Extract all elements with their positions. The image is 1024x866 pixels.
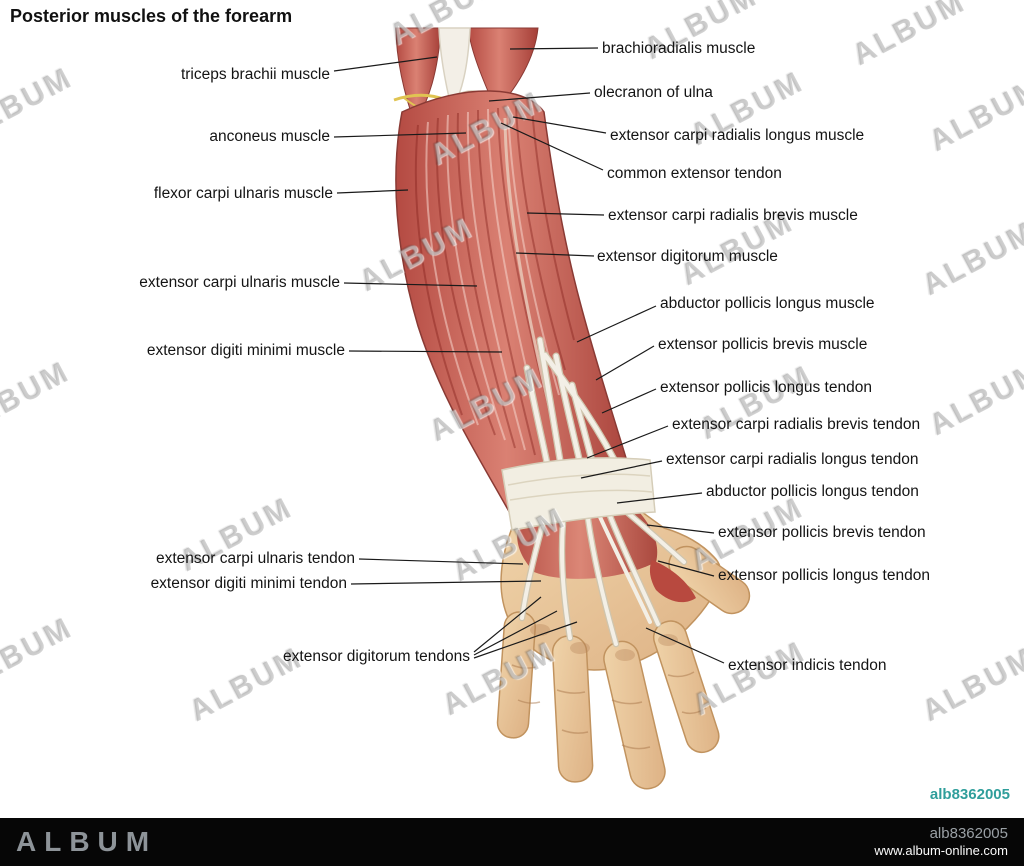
hand	[496, 509, 751, 790]
label-extensor-carpi-radialis-brevis-tendon: extensor carpi radialis brevis tendon	[672, 416, 921, 433]
ring-finger-shape	[551, 635, 594, 783]
album-logo: ALBUM	[16, 826, 158, 857]
footer-info: alb8362005 www.album-online.com	[874, 824, 1008, 860]
footer-image-id: alb8362005	[929, 824, 1008, 842]
muscle-striations	[414, 105, 575, 456]
label-extensor-pollicis-longus-tendon-2: extensor pollicis longus tendon	[718, 567, 930, 584]
label-extensor-indicis-tendon: extensor indicis tendon	[728, 657, 887, 674]
page-title: Posterior muscles of the forearm	[10, 6, 293, 26]
footer-bar: ALBUM alb8362005 www.album-online.com	[0, 818, 1024, 866]
label-olecranon-of-ulna: olecranon of ulna	[594, 84, 713, 101]
label-extensor-pollicis-brevis-tendon: extensor pollicis brevis tendon	[718, 524, 926, 541]
label-extensor-digitorum-tendons: extensor digitorum tendons	[283, 648, 470, 665]
finger-creases	[511, 664, 707, 750]
label-extensor-pollicis-brevis-muscle: extensor pollicis brevis muscle	[658, 336, 868, 353]
label-extensor-digitorum-muscle: extensor digitorum muscle	[597, 248, 778, 265]
image-id: alb8362005	[929, 786, 1010, 803]
label-flexor-carpi-ulnaris-muscle: flexor carpi ulnaris muscle	[153, 185, 333, 202]
label-anconeus-muscle: anconeus muscle	[209, 128, 330, 145]
label-extensor-carpi-radialis-longus-muscle: extensor carpi radialis longus muscle	[610, 127, 865, 144]
label-triceps-brachii-muscle: triceps brachii muscle	[180, 66, 330, 83]
label-abductor-pollicis-longus-muscle: abductor pollicis longus muscle	[660, 295, 875, 312]
label-extensor-carpi-ulnaris-muscle: extensor carpi ulnaris muscle	[139, 274, 340, 291]
label-extensor-carpi-radialis-brevis-muscle: extensor carpi radialis brevis muscle	[608, 207, 858, 224]
label-extensor-carpi-ulnaris-tendon: extensor carpi ulnaris tendon	[155, 550, 355, 567]
label-abductor-pollicis-longus-tendon: abductor pollicis longus tendon	[706, 483, 919, 500]
forearm-illustration	[393, 27, 751, 790]
footer-website: www.album-online.com	[874, 843, 1008, 859]
label-extensor-digiti-minimi-tendon: extensor digiti minimi tendon	[150, 575, 347, 592]
label-common-extensor-tendon: common extensor tendon	[607, 165, 782, 182]
label-extensor-pollicis-longus-tendon-1: extensor pollicis longus tendon	[660, 379, 872, 396]
middle-finger-shape	[603, 640, 666, 790]
label-extensor-digiti-minimi-muscle: extensor digiti minimi muscle	[146, 342, 345, 359]
label-extensor-carpi-radialis-longus-tendon: extensor carpi radialis longus tendon	[666, 451, 919, 468]
label-brachioradialis-muscle: brachioradialis muscle	[602, 40, 756, 57]
